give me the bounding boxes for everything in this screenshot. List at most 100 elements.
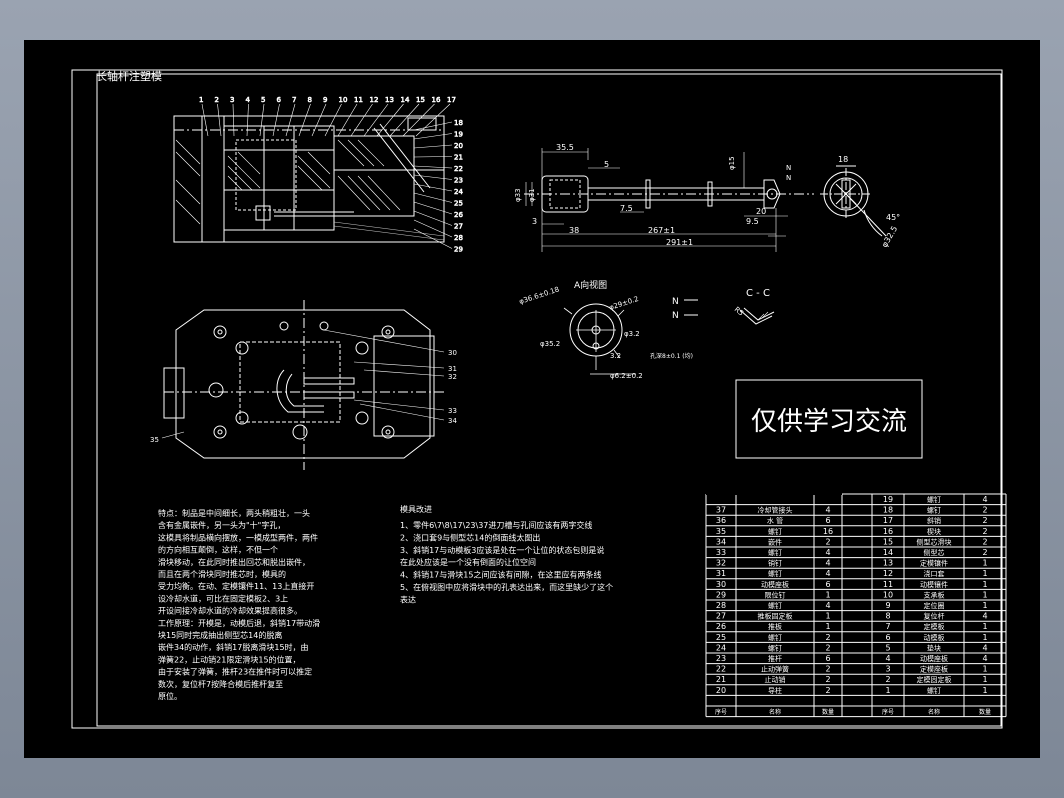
notes-features: 特点：制品是中间细长，两头稍粗壮，一头含有金属嵌件，另一头为"十"字孔，这模具将… <box>158 508 320 701</box>
bom-name: 螺钉 <box>768 643 782 652</box>
bom-name: 螺钉 <box>927 495 941 504</box>
inner-frame <box>96 73 1002 727</box>
balloon-2: 2 <box>215 96 219 104</box>
balloon-12: 12 <box>370 96 379 104</box>
balloon-17: 17 <box>447 96 456 104</box>
bom-qty: 4 <box>825 559 830 568</box>
bom-no: 20 <box>716 686 726 695</box>
bom-header: 名称 <box>928 708 940 716</box>
dim-45deg: 45° <box>886 213 900 222</box>
bom-name: 销钉 <box>768 559 782 568</box>
balloon-35: 35 <box>150 436 159 444</box>
balloon-31: 31 <box>448 365 457 373</box>
outer-frame <box>71 69 1003 729</box>
bom-name: 水 管 <box>767 516 783 525</box>
watermark-box <box>735 379 923 459</box>
bom-no: 6 <box>885 633 890 642</box>
balloon-30: 30 <box>448 349 457 357</box>
bom-qty: 4 <box>982 643 987 652</box>
balloon-23: 23 <box>454 177 463 185</box>
note-line: 设冷却水道，可比在固定模板2、3上 <box>158 593 288 603</box>
note-line: 工作原理：开模是，动模后退，斜销17带动滑 <box>158 618 320 628</box>
bom-name: 浇口套 <box>924 569 945 578</box>
balloon-1: 1 <box>199 96 203 104</box>
bom-no: 18 <box>883 506 893 515</box>
bom-qty: 6 <box>825 654 830 663</box>
bom-no: 36 <box>716 516 726 525</box>
bom-name: 侧型芯 <box>924 548 945 557</box>
bom-name: 螺钉 <box>927 686 941 695</box>
note-line: 受力均衡。在动、定模镶件11、13上直接开 <box>158 581 314 591</box>
improvement-line: 4、斜销17与滑块15之间应该有间隙，在这里应有两条线 <box>400 570 601 580</box>
bom-name: 支承板 <box>924 590 945 599</box>
bom-qty: 1 <box>982 665 987 674</box>
bom-name: 止动销 <box>765 675 786 684</box>
bom-qty: 4 <box>825 506 830 515</box>
bom-qty: 1 <box>825 612 830 621</box>
bom-qty: 2 <box>825 675 830 684</box>
section-label-cc: C - C <box>746 288 770 299</box>
dim-d15: φ15 <box>728 156 736 170</box>
bom-name: 定模板 <box>924 622 945 631</box>
bom-header: 名称 <box>769 708 781 716</box>
note-line: 滑块移动，在此同时推出回芯和脱出嵌件， <box>158 557 310 567</box>
bom-name: 冷却管接头 <box>758 506 793 515</box>
nn-label-top-1: N <box>786 164 791 172</box>
bom-no: 22 <box>716 665 726 674</box>
bom-name: 定模镶件 <box>920 559 948 568</box>
bom-name: 止动弹簧 <box>761 665 789 674</box>
dim-d29: φ29±0.2 <box>608 295 640 312</box>
bom-no: 33 <box>716 548 726 557</box>
dim-d32-5: φ32.5 <box>880 225 899 249</box>
bom-qty: 2 <box>982 548 987 557</box>
bom-name: 斜销 <box>927 516 941 525</box>
bom-name: 定位圈 <box>924 601 945 610</box>
bom-qty: 2 <box>825 643 830 652</box>
note-line: 而且在两个滑块同时推芯时，模具的 <box>158 569 286 579</box>
note-line: 数次，复位杆7按降合模后推杆复至 <box>158 679 283 689</box>
bom-name: 动模镶件 <box>920 580 948 589</box>
dim-3: 3 <box>532 217 537 226</box>
bom-qty: 2 <box>825 537 830 546</box>
note-line: 特点：制品是中间细长，两头稍粗壮，一头 <box>158 508 310 518</box>
bom-header: 数量 <box>979 708 991 716</box>
improvement-line: 2、浇口套9与侧型芯14的倒面线太图出 <box>400 532 540 542</box>
bom-no: 8 <box>885 612 890 621</box>
balloon-6: 6 <box>277 96 282 104</box>
bom-qty: 1 <box>982 633 987 642</box>
balloon-26: 26 <box>454 211 463 219</box>
improvement-line: 1、零件6\7\8\17\23\37进刀槽与孔间应该有两字交线 <box>400 520 592 530</box>
bom-name: 动模座板 <box>761 580 789 589</box>
bom-qty: 2 <box>825 686 830 695</box>
a-view-label: A向视图 <box>574 279 607 291</box>
bom-qty: 1 <box>982 675 987 684</box>
a-direction-view: A向视图 φ36.6±0.18 φ29±0.2 φ3.2 φ35.2 3.2 φ… <box>518 279 693 380</box>
drawing-canvas[interactable]: 长轴杆注塑模 <box>24 40 1040 758</box>
bom-qty: 1 <box>982 580 987 589</box>
bom-no: 1 <box>885 686 890 695</box>
dim-5: 5 <box>604 160 609 169</box>
bom-no: 31 <box>716 569 726 578</box>
bom-no: 4 <box>885 654 890 663</box>
note-line: 开设间接冷却水道的冷却效果提高很多。 <box>158 606 302 616</box>
bom-no: 28 <box>716 601 726 610</box>
bom-qty: 1 <box>982 569 987 578</box>
dim-d31: φ31 <box>528 188 536 202</box>
bom-no: 14 <box>883 548 893 557</box>
bom-name: 定模座板 <box>920 665 948 674</box>
balloon-7: 7 <box>292 96 296 104</box>
bom-qty: 1 <box>825 590 830 599</box>
balloon-29: 29 <box>454 246 463 254</box>
balloon-22: 22 <box>454 165 463 173</box>
bom-no: 21 <box>716 675 726 684</box>
dim-r5: R5 <box>733 305 745 317</box>
bom-no: 11 <box>883 580 893 589</box>
balloon-10: 10 <box>339 96 348 104</box>
bom-no: 27 <box>716 612 726 621</box>
balloon-5: 5 <box>261 96 265 104</box>
dim-267: 267±1 <box>648 226 675 235</box>
bom-header: 数量 <box>822 708 834 716</box>
bom-name: 限位钉 <box>765 590 786 599</box>
bom-no: 16 <box>883 527 893 536</box>
